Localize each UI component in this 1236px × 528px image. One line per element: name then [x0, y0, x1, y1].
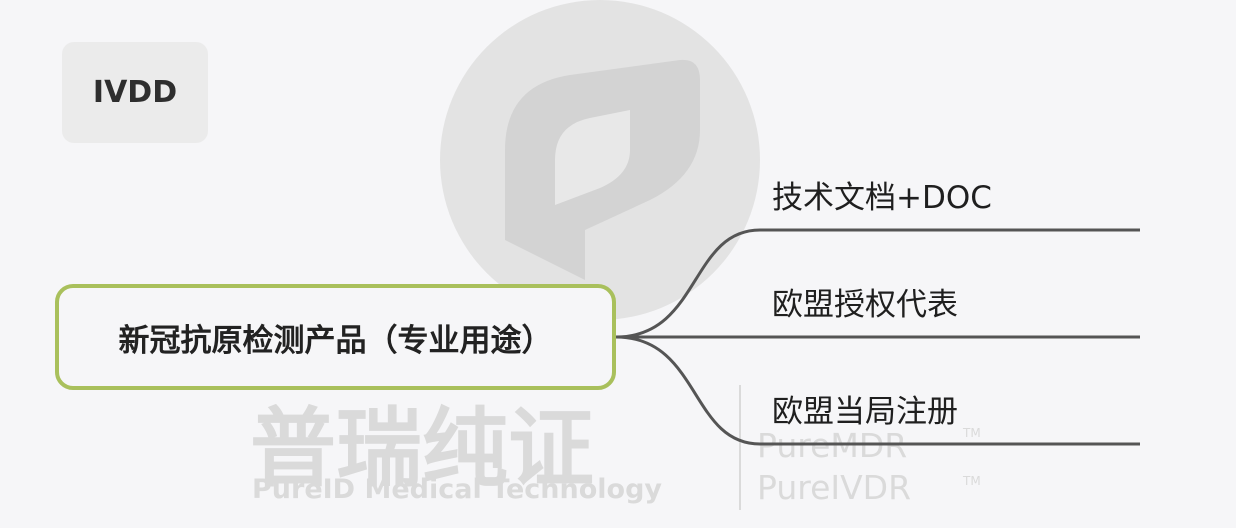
watermark-brand-en: PureID Medical Technology	[252, 474, 663, 505]
ivdd-tag: IVDD	[62, 42, 208, 143]
watermark-product-2: PureIVDR	[757, 468, 912, 507]
watermark-tm-2: TM	[963, 474, 981, 488]
branch-technical-documentation[interactable]: 技术文档+DOC	[772, 180, 992, 216]
watermark-brand-cn: 普瑞纯证	[250, 399, 594, 499]
central-topic[interactable]: 新冠抗原检测产品（专业用途）	[55, 284, 616, 390]
watermark-tm-1: TM	[963, 426, 981, 440]
connector-to-branch-3	[615, 335, 1140, 446]
connector-to-branch-1	[615, 228, 1140, 339]
branch-eu-authorized-representative[interactable]: 欧盟授权代表	[772, 287, 958, 323]
branch-eu-authority-registration[interactable]: 欧盟当局注册	[772, 394, 958, 430]
watermark-divider	[739, 385, 741, 510]
